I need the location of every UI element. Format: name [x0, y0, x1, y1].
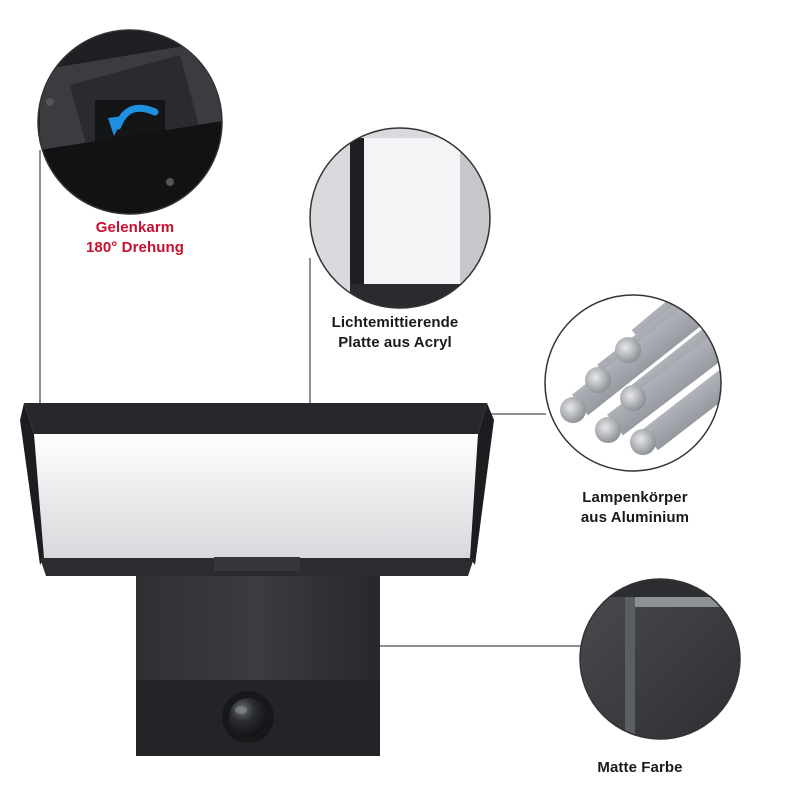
label-matte-finish: Matte Farbe [565, 758, 715, 778]
label-acrylic-plate-line2: Platte aus Acryl [338, 334, 452, 351]
detail-circle-finish [580, 579, 740, 739]
label-aluminium-body-line1: Lampenkörper [582, 489, 688, 506]
label-matte-finish-line1: Matte Farbe [597, 759, 683, 776]
label-aluminium-body: Lampenkörper aus Aluminium [540, 488, 730, 528]
detail-circle-plate [310, 128, 490, 308]
light-emitting-panel [34, 434, 478, 558]
label-acrylic-plate-line1: Lichtemittierende [331, 314, 459, 331]
detail-circle-arm [38, 30, 222, 214]
label-acrylic-plate: Lichtemittierende Platte aus Acryl [295, 313, 495, 353]
lamp-top-frame [24, 403, 487, 434]
wall-mount [136, 576, 380, 756]
label-joint-arm: Gelenkarm 180° Drehung [40, 218, 230, 258]
label-aluminium-body-line2: aus Aluminium [580, 509, 690, 526]
detail-circle-aluminium [545, 295, 721, 471]
label-joint-arm-line2: 180° Drehung [85, 239, 185, 256]
label-joint-arm-line1: Gelenkarm [95, 219, 175, 236]
lamp-head [20, 403, 494, 576]
